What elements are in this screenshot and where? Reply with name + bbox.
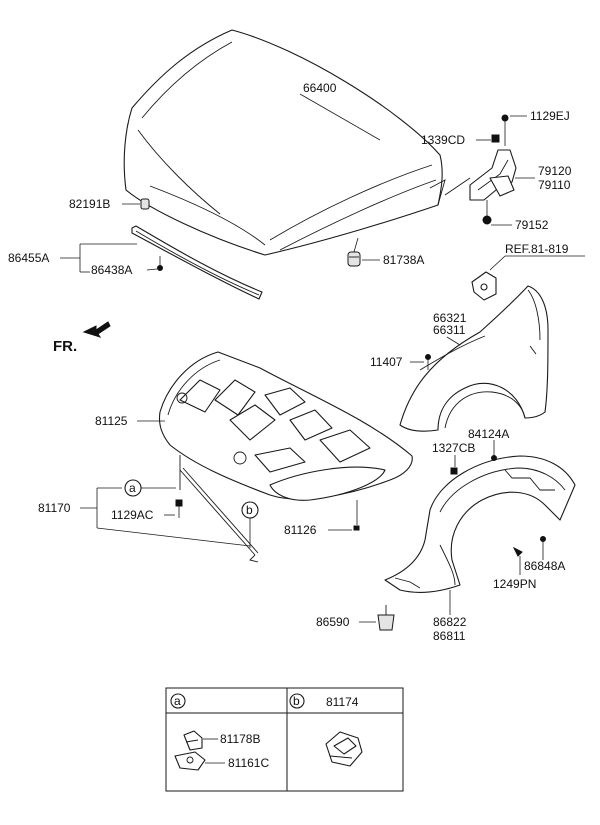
label-insulator: 81125 — [95, 414, 128, 428]
legend-a-letter: a — [174, 694, 181, 708]
label-wheel-guard-lh: 86822 — [433, 615, 467, 629]
label-hood: 66400 — [303, 81, 337, 95]
stay-bolt[interactable] — [175, 499, 183, 518]
hinge-bolt[interactable] — [501, 114, 509, 146]
legend-b-letter: b — [293, 694, 300, 708]
legend-callout-b: b — [289, 693, 305, 709]
guard-seal[interactable] — [540, 536, 546, 542]
hood-weatherstrip[interactable] — [131, 225, 263, 300]
label-fender-ref: REF.81-819 — [505, 242, 569, 256]
fender-bolt[interactable] — [425, 354, 431, 371]
label-hinge-clip: 79152 — [515, 218, 549, 232]
legend-clip-a-top[interactable] — [183, 730, 203, 751]
hood-bumper[interactable] — [140, 198, 150, 210]
label-hinge-nut: 1339CD — [421, 133, 465, 147]
label-guard-screw-b: 1249PN — [493, 577, 536, 591]
front-direction-label: FR. — [53, 338, 77, 355]
label-weatherstrip: 86455A — [8, 251, 49, 265]
legend-a-part-2: 81161C — [228, 756, 269, 770]
hinge-nut[interactable] — [491, 134, 500, 143]
label-fender-bolt: 11407 — [370, 355, 403, 369]
label-overslam-bumper: 81738A — [383, 253, 424, 267]
label-hinge-bolt: 1129EJ — [530, 109, 570, 123]
label-stay-rod: 81170 — [38, 501, 71, 515]
legend-clip-b[interactable] — [325, 731, 363, 767]
hood-stay-rod[interactable] — [179, 455, 259, 563]
label-weatherstrip-clip: 86438A — [91, 263, 132, 277]
legend-b-part: 81174 — [326, 695, 359, 709]
legend-callout-a: a — [170, 693, 186, 709]
fender-bracket[interactable] — [471, 271, 497, 301]
callout-a: a — [124, 479, 142, 497]
label-mud-guard: 86590 — [316, 615, 350, 629]
weatherstrip-clip[interactable] — [157, 256, 163, 271]
guard-screw[interactable] — [450, 467, 458, 475]
label-guard-seal: 86848A — [524, 559, 565, 573]
callout-a-letter: a — [129, 481, 136, 495]
label-fender-lh: 66321 — [433, 311, 467, 325]
label-hinge-lh: 79120 — [538, 164, 572, 178]
label-hood-bumper: 82191B — [69, 197, 110, 211]
label-guard-clip: 84124A — [468, 427, 509, 441]
hood-hinge[interactable] — [444, 149, 517, 201]
label-hinge-rh: 79110 — [538, 178, 571, 192]
callout-b-letter: b — [246, 503, 253, 517]
legend-table — [165, 687, 404, 792]
hood-insulator[interactable] — [158, 351, 413, 501]
guard-screw-b[interactable] — [512, 546, 523, 557]
overslam-bumper[interactable] — [347, 251, 361, 267]
label-guard-screw: 1327CB — [432, 441, 475, 455]
label-insulator-clip: 81126 — [284, 523, 317, 537]
mud-guard-clip[interactable] — [377, 605, 395, 631]
front-direction-arrow — [82, 321, 111, 338]
insulator-clip[interactable] — [353, 525, 360, 531]
label-fender-rh: 66311 — [433, 323, 466, 337]
front-fender[interactable] — [399, 285, 549, 432]
callout-b: b — [241, 501, 259, 519]
label-wheel-guard-rh: 86811 — [433, 629, 466, 643]
hood-panel[interactable] — [123, 29, 446, 256]
legend-a-part-1: 81178B — [220, 732, 260, 746]
wheel-guard[interactable] — [384, 455, 576, 594]
legend-clip-a-bottom[interactable] — [174, 751, 206, 771]
guard-clip[interactable] — [491, 455, 497, 461]
label-stay-bolt: 1129AC — [111, 508, 154, 522]
hinge-clip[interactable] — [482, 200, 492, 225]
